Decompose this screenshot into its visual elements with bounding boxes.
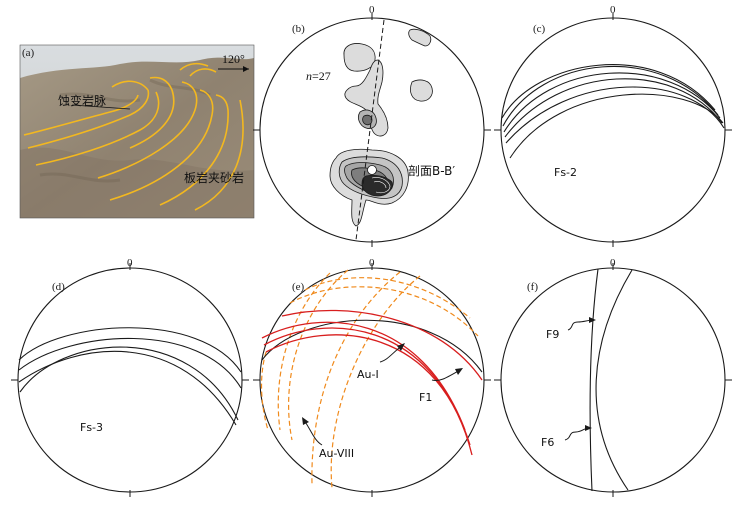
panel-d-set-label: Fs-3 [80,421,103,434]
panel-b-north: 0 [369,4,375,16]
panel-e-f1-label: F1 [419,391,432,404]
panel-b-label: (b) [292,23,305,35]
fault-traces-red [261,309,483,456]
panel-a-azimuth: 120° [222,52,245,66]
panel-d-north: 0 [127,257,133,269]
panel-a-rock1-label: 蚀变岩脉 [58,93,106,108]
panel-f-north: 0 [610,257,616,269]
panel-d-label: (d) [52,281,65,293]
panel-e-au8-label: Au-VIII [319,447,354,460]
panel-b-section-label: 剖面B-B′ [408,164,455,178]
panel-e-au1-label: Au-I [357,368,379,381]
panel-c-north: 0 [610,4,616,16]
great-circles-faults [589,268,633,492]
panel-c-stereonet: (c) 0 Fs-2 [494,4,732,247]
panel-a-rock2-label: 板岩夹砂岩 [184,170,244,185]
panel-d-stereonet: (d) 0 Fs-3 [11,257,249,497]
great-circles-fs2 [501,64,725,159]
section-trace [355,19,385,241]
panel-b-count: n=27 [306,69,331,83]
panel-a-photo: (a) 120° 蚀变岩脉 板岩夹砂岩 [19,44,255,219]
panel-f-label: (f) [527,281,538,293]
panel-e-label: (e) [292,281,305,293]
panel-f-f6-label: F6 [541,436,554,449]
panel-a-label: (a) [22,47,35,59]
density-contours [329,28,433,227]
panel-e-north: 0 [369,257,375,269]
great-circles-fs3 [18,327,242,426]
panel-c-label: (c) [533,23,546,35]
panel-f-f9-label: F9 [546,328,559,341]
panel-e-stereonet: (e) 0 Au-I F1 Au-VIII [253,257,491,497]
panel-b-stereonet: (b) 0 n=27 剖面B-B′ [253,4,491,247]
panel-c-set-label: Fs-2 [554,166,577,179]
panel-f-stereonet: (f) 0 F9 F6 [494,257,732,497]
